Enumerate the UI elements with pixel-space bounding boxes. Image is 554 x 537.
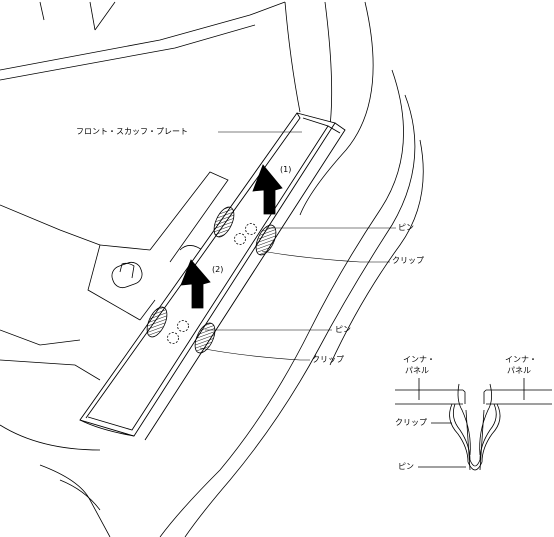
label-detail-pin: ピン bbox=[398, 462, 414, 471]
label-step-2: (2) bbox=[212, 265, 224, 274]
label-front-scuff-plate: フロント・スカッフ・プレート bbox=[76, 127, 188, 136]
label-clip-lower: クリップ bbox=[312, 355, 344, 364]
front-scuff-plate bbox=[79, 112, 346, 441]
label-clip-upper: クリップ bbox=[392, 256, 424, 265]
label-inner-panel-right-2: パネル bbox=[507, 366, 531, 375]
label-inner-panel-left-1: インナ・ bbox=[403, 355, 435, 364]
label-pin-lower: ピン bbox=[335, 325, 351, 334]
leader-lines bbox=[199, 131, 396, 361]
label-detail-clip: クリップ bbox=[395, 418, 427, 427]
label-step-1: (1) bbox=[280, 165, 292, 174]
plate-fasteners bbox=[146, 206, 277, 354]
body-outline bbox=[0, 1, 424, 537]
clip-detail-section bbox=[395, 378, 552, 471]
lift-arrows bbox=[180, 164, 283, 309]
label-inner-panel-left-2: パネル bbox=[405, 366, 429, 375]
label-inner-panel-right-1: インナ・ bbox=[505, 355, 537, 364]
label-pin-upper: ピン bbox=[398, 223, 414, 232]
